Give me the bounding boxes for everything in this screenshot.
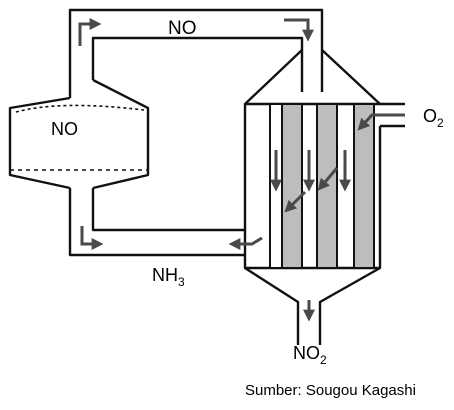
- flow-arrow-top-right-icon: [284, 18, 314, 42]
- no-vessel: [8, 78, 150, 190]
- label-no-vessel: NO: [51, 119, 78, 139]
- label-o2-main: O: [423, 106, 437, 126]
- label-nh3-sub: 3: [178, 275, 185, 289]
- reactor-tube-1: [281, 103, 303, 269]
- label-o2: O2: [423, 106, 444, 130]
- flow-arrow-diagonal-2-icon: [317, 167, 339, 191]
- top-pipe-inner-wall: [91, 36, 304, 92]
- label-no-top: NO: [168, 18, 197, 39]
- flow-arrow-top-left-icon: [78, 18, 102, 46]
- no-vessel-liquid-level: [15, 104, 145, 113]
- label-o2-sub: 2: [437, 116, 444, 130]
- label-no2-sub: 2: [320, 353, 327, 367]
- bottom-pipe-outer-wall: [68, 188, 245, 257]
- flow-arrow-bottom-left-icon: [80, 226, 104, 250]
- reactor-tube-3: [353, 103, 375, 269]
- label-nh3: NH3: [152, 265, 185, 289]
- flow-arrow-nh3-inlet-icon: [228, 236, 263, 250]
- flow-arrow-diagonal-1-icon: [284, 190, 307, 213]
- bottom-pipe-inner-wall: [91, 188, 245, 232]
- flow-arrow-o2-inlet-icon: [357, 113, 405, 131]
- source-caption: Sumber: Sougou Kagashi: [245, 382, 416, 399]
- label-no2-main: NO: [293, 343, 320, 363]
- label-no2: NO2: [293, 343, 327, 367]
- label-nh3-main: NH: [152, 265, 178, 285]
